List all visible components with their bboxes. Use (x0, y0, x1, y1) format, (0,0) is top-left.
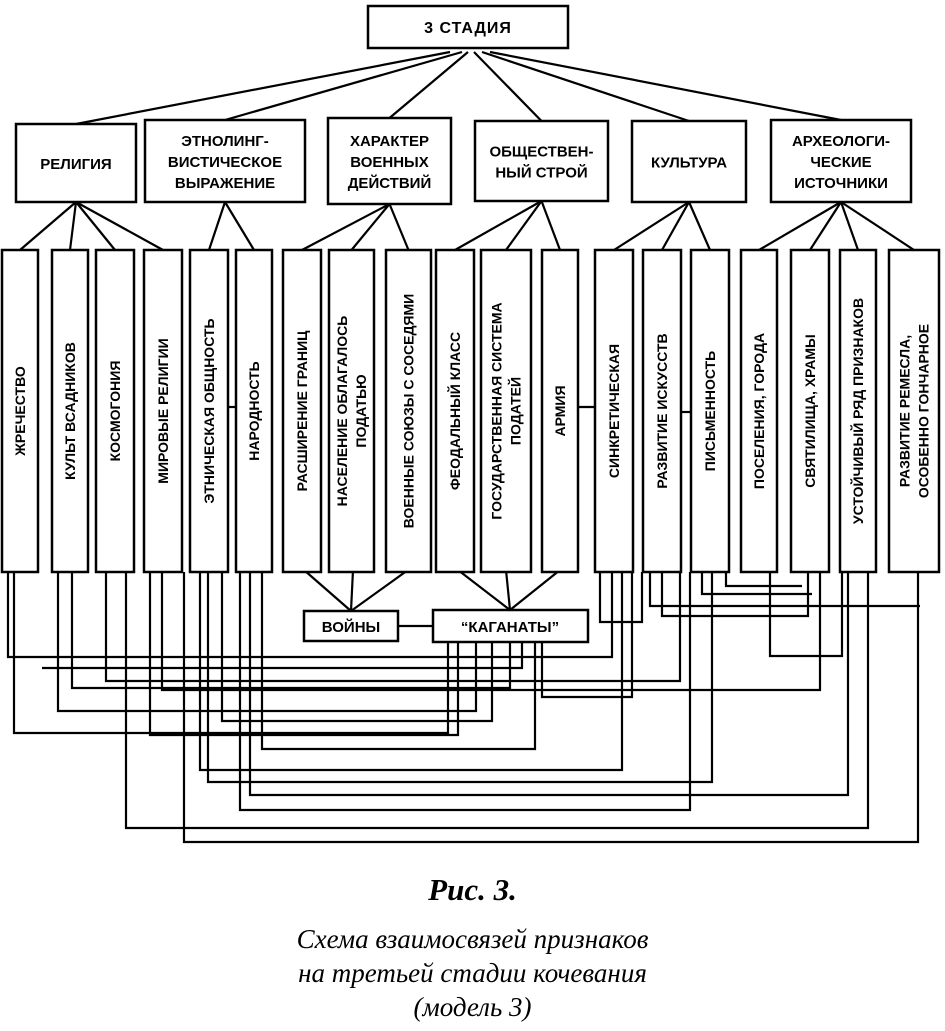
category-label: ВЫРАЖЕНИЕ (175, 175, 275, 192)
figure-caption-line-2: на третьей стадии кочевания (298, 958, 647, 988)
feature-label: НАРОДНОСТЬ (246, 361, 262, 460)
category-label: ОБЩЕСТВЕН- (489, 144, 593, 161)
feature-frame (50, 248, 90, 574)
feature-frame (327, 248, 376, 574)
feature-box: ЖРЕЧЕСТВО (0, 248, 40, 574)
wars-node: ВОЙНЫ (302, 609, 400, 643)
feature-box: РАСШИРЕНИЕ ГРАНИЦ (281, 248, 323, 574)
category-label: КУЛЬТУРА (651, 155, 727, 172)
feature-box: ВОЕННЫЕ СОЮЗЫ С СОСЕДЯМИ (384, 248, 433, 574)
feature-frame (0, 248, 40, 574)
feature-frame (641, 248, 683, 574)
category-frame (14, 122, 138, 204)
feature-frame (593, 248, 635, 574)
feature-frame (479, 248, 533, 574)
feature-box: НАРОДНОСТЬ (234, 248, 274, 574)
feature-label: РАЗВИТИЕ ИСКУССТВ (654, 333, 670, 488)
feature-box: ПИСЬМЕННОСТЬ (689, 248, 731, 574)
feature-label: МИРОВЫЕ РЕЛИГИИ (155, 338, 171, 483)
feature-frame (142, 248, 184, 574)
category-box: РЕЛИГИЯ (14, 122, 138, 204)
feature-box: АРМИЯ (540, 248, 580, 574)
feature-label: РАСШИРЕНИЕ ГРАНИЦ (294, 330, 310, 492)
feature-box: УСТОЙЧИВЫЙ РЯД ПРИЗНАКОВ (838, 248, 878, 574)
feature-label: ПОДАТЬЮ (353, 374, 369, 447)
category-frame (630, 119, 748, 204)
category-row: РЕЛИГИЯ ЭТНОЛИНГ- ВИСТИЧЕСКОЕ ВЫРАЖЕНИЕ ХАРА… (14, 116, 913, 206)
category-label: ИСТОЧНИКИ (794, 175, 888, 192)
feature-frame (838, 248, 878, 574)
figure-caption-line-3: (модель 3) (413, 992, 532, 1022)
feature-box: СИНКРЕТИЧЕСКАЯ (593, 248, 635, 574)
connector-lines (6, 50, 920, 844)
feature-label: ПОСЕЛЕНИЯ, ГОРОДА (751, 333, 767, 489)
feature-frame (188, 248, 230, 574)
category-frame (473, 119, 610, 203)
category-label: ЧЕСКИЕ (810, 154, 871, 171)
feature-box: ФЕОДАЛЬНЫЙ КЛАСС (434, 248, 476, 574)
category-frame (769, 118, 913, 204)
category-box: ЭТНОЛИНГ- ВИСТИЧЕСКОЕ ВЫРАЖЕНИЕ (143, 118, 307, 204)
category-frame (326, 116, 453, 206)
feature-box: СВЯТИЛИЩА, ХРАМЫ (789, 248, 831, 574)
category-box: КУЛЬТУРА (630, 119, 748, 204)
figure-number: Рис. 3. (428, 872, 517, 907)
feature-label: СВЯТИЛИЩА, ХРАМЫ (802, 334, 818, 488)
category-box: ОБЩЕСТВЕН- НЫЙ СТРОЙ (473, 119, 610, 203)
relationship-diagram: 3 СТАДИЯ РЕЛИГИЯ ЭТНОЛИНГ- ВИСТИЧЕСКОЕ ВЫРА… (0, 4, 941, 844)
feature-box: ЭТНИЧЕСКАЯ ОБЩНОСТЬ (188, 248, 230, 574)
khaganates-node: “КАГАНАТЫ” (431, 608, 590, 644)
category-label: НЫЙ СТРОЙ (495, 164, 587, 182)
feature-frame (234, 248, 274, 574)
category-label: ДЕЙСТВИЙ (348, 174, 432, 192)
khaganates-label: “КАГАНАТЫ” (461, 619, 559, 636)
feature-label: ПОДАТЕЙ (507, 377, 524, 445)
feature-box: КУЛЬТ ВСАДНИКОВ (50, 248, 90, 574)
feature-box: МИРОВЫЕ РЕЛИГИИ (142, 248, 184, 574)
feature-label: ЖРЕЧЕСТВО (12, 366, 28, 457)
feature-frame (281, 248, 323, 574)
category-box: ХАРАКТЕР ВОЕННЫХ ДЕЙСТВИЙ (326, 116, 453, 206)
feature-box: РАЗВИТИЕ ИСКУССТВ (641, 248, 683, 574)
feature-box: ПОСЕЛЕНИЯ, ГОРОДА (739, 248, 779, 574)
feature-label: СИНКРЕТИЧЕСКАЯ (606, 344, 622, 478)
category-label: РЕЛИГИЯ (40, 156, 111, 173)
feature-box: КОСМОГОНИЯ (94, 248, 136, 574)
feature-frame (384, 248, 433, 574)
figure-caption-line-1: Схема взаимосвязей признаков (296, 924, 649, 954)
feature-label: РАЗВИТИЕ РЕМЕСЛА, (897, 335, 913, 487)
category-label: ХАРАКТЕР (350, 133, 429, 150)
category-label: АРХЕОЛОГИ- (792, 133, 890, 150)
feature-label: КОСМОГОНИЯ (107, 361, 123, 462)
feature-label: ВОЕННЫЕ СОЮЗЫ С СОСЕДЯМИ (401, 294, 417, 528)
feature-label: КУЛЬТ ВСАДНИКОВ (62, 342, 78, 480)
feature-box: РАЗВИТИЕ РЕМЕСЛА,ОСОБЕННО ГОНЧАРНОЕ (887, 248, 941, 574)
feature-label: ПИСЬМЕННОСТЬ (702, 351, 718, 471)
feature-frame (789, 248, 831, 574)
category-label: ЭТНОЛИНГ- (181, 133, 269, 150)
feature-row: ЖРЕЧЕСТВО КУЛЬТ ВСАДНИКОВ КОСМОГОНИЯ МИРОВЫ… (0, 248, 941, 574)
feature-frame (739, 248, 779, 574)
root-label: 3 СТАДИЯ (424, 20, 512, 37)
feature-frame (689, 248, 731, 574)
category-frame (143, 118, 307, 204)
feature-label: ОСОБЕННО ГОНЧАРНОЕ (916, 324, 932, 498)
feature-frame (94, 248, 136, 574)
wars-label: ВОЙНЫ (322, 618, 380, 636)
feature-label: ФЕОДАЛЬНЫЙ КЛАСС (446, 332, 463, 490)
feature-label: УСТОЙЧИВЫЙ РЯД ПРИЗНАКОВ (849, 298, 866, 524)
feature-label: ЭТНИЧЕСКАЯ ОБЩНОСТЬ (201, 318, 217, 503)
feature-label: АРМИЯ (552, 385, 568, 436)
category-label: ВИСТИЧЕСКОЕ (168, 154, 282, 171)
feature-label: ГОСУДАРСТВЕННАЯ СИСТЕМА (489, 302, 505, 519)
category-box: АРХЕОЛОГИ- ЧЕСКИЕ ИСТОЧНИКИ (769, 118, 913, 204)
category-label: ВОЕННЫХ (350, 154, 429, 171)
root-node: 3 СТАДИЯ (366, 4, 570, 50)
feature-frame (887, 248, 941, 574)
feature-label: НАСЕЛЕНИЕ ОБЛАГАЛОСЬ (334, 316, 350, 507)
feature-frame (540, 248, 580, 574)
feature-frame (434, 248, 476, 574)
